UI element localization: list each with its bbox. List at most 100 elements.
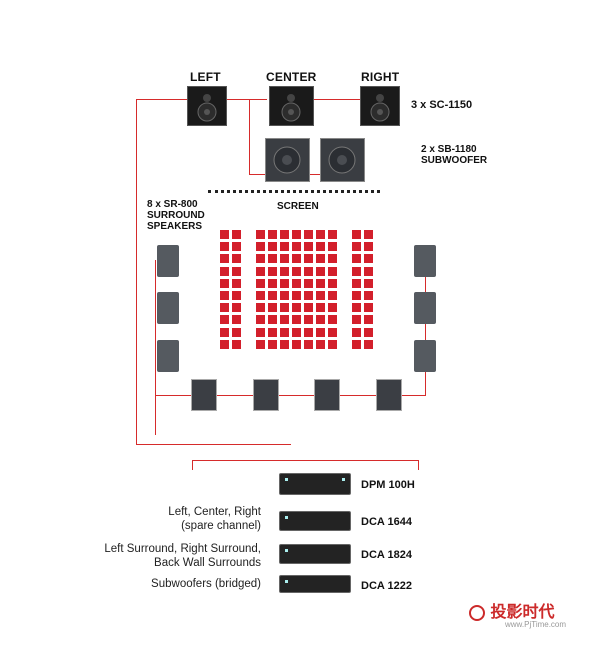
wire-sub-vertical xyxy=(249,99,250,174)
watermark-cn: 投影时代 xyxy=(490,604,555,621)
seat xyxy=(256,339,265,349)
amp-label-1824: DCA 1824 xyxy=(361,549,412,561)
seat xyxy=(328,339,337,349)
seat xyxy=(232,339,241,349)
seat xyxy=(268,315,277,325)
seat xyxy=(316,327,325,337)
amp-note-1222-line1: Subwoofers (bridged) xyxy=(151,578,261,590)
front-center-label: CENTER xyxy=(266,70,317,84)
seat xyxy=(292,291,301,300)
seat xyxy=(280,315,289,325)
seat xyxy=(256,291,265,300)
seat xyxy=(280,266,289,276)
projector-logo-icon xyxy=(469,604,485,621)
seat xyxy=(328,327,337,337)
seat xyxy=(268,278,277,288)
seat xyxy=(364,254,373,264)
seat xyxy=(268,291,277,300)
left-surround-speaker-1 xyxy=(157,245,179,277)
watermark-url: www.PjTime.com xyxy=(505,620,567,629)
seat xyxy=(304,254,313,264)
seat xyxy=(268,327,277,337)
back-surround-speaker-3 xyxy=(314,379,340,411)
seat xyxy=(232,291,241,300)
amp-dca-1824 xyxy=(279,544,351,564)
seat xyxy=(352,254,361,264)
seat xyxy=(220,315,229,325)
seat xyxy=(352,242,361,252)
seat xyxy=(280,254,289,264)
seat xyxy=(304,230,313,239)
seat xyxy=(316,315,325,325)
watermark-logo: 投影时代 xyxy=(468,598,554,622)
seat xyxy=(256,315,265,325)
seat xyxy=(304,303,313,313)
seat xyxy=(280,230,289,239)
seat xyxy=(232,303,241,313)
seat xyxy=(304,327,313,337)
seat xyxy=(232,315,241,325)
front-left-label: LEFT xyxy=(190,70,221,84)
surround-label: 8 x SR-800 SURROUND SPEAKERS xyxy=(147,199,205,232)
seat xyxy=(256,230,265,239)
seat xyxy=(268,242,277,252)
seat xyxy=(316,230,325,239)
subwoofer-1 xyxy=(265,138,310,182)
seat xyxy=(256,327,265,337)
seat xyxy=(352,266,361,276)
seat xyxy=(316,266,325,276)
amp-note-1824-line1: Left Surround, Right Surround, xyxy=(104,543,261,555)
seat xyxy=(256,278,265,288)
seat xyxy=(292,254,301,264)
seat xyxy=(292,303,301,313)
seat xyxy=(364,327,373,337)
seat xyxy=(364,242,373,252)
seat xyxy=(256,242,265,252)
seat xyxy=(280,303,289,313)
seat xyxy=(220,230,229,239)
seat xyxy=(328,242,337,252)
seat xyxy=(280,327,289,337)
speaker-driver-icon xyxy=(281,94,301,122)
seat xyxy=(280,339,289,349)
wire-back-bus xyxy=(156,395,426,396)
seat xyxy=(220,278,229,288)
seat xyxy=(364,315,373,325)
seat xyxy=(352,315,361,325)
subwoofer-label-line2: SUBWOOFER xyxy=(421,155,488,166)
seat xyxy=(256,303,265,313)
amp-label-1644: DCA 1644 xyxy=(361,516,412,528)
seat xyxy=(352,278,361,288)
right-speaker xyxy=(360,86,400,126)
seat xyxy=(220,291,229,300)
seat xyxy=(268,339,277,349)
wire-amp-right-drop xyxy=(418,460,419,470)
right-surround-speaker-2 xyxy=(414,292,436,324)
wire-left-horizontal xyxy=(136,99,187,100)
seat xyxy=(268,254,277,264)
seat xyxy=(220,327,229,337)
surround-label-line2: SURROUND xyxy=(147,210,205,221)
surround-label-line1: 8 x SR-800 xyxy=(147,199,198,210)
seat xyxy=(232,266,241,276)
back-surround-speaker-2 xyxy=(253,379,279,411)
back-surround-speaker-1 xyxy=(191,379,217,411)
amp-dca-1644 xyxy=(279,511,351,531)
amp-note-1644: Left, Center, Right (spare channel) xyxy=(31,505,261,533)
amp-note-1824: Left Surround, Right Surround, Back Wall… xyxy=(31,542,261,570)
wire-amp-left-drop xyxy=(192,460,193,470)
wire-sub-link xyxy=(310,174,320,175)
front-count-label: 3 x SC-1150 xyxy=(411,99,473,111)
amp-note-1824-line2: Back Wall Surrounds xyxy=(154,557,261,569)
seat xyxy=(232,278,241,288)
amp-note-1222: Subwoofers (bridged) xyxy=(31,577,261,591)
subwoofer-driver-icon xyxy=(328,146,356,174)
seat xyxy=(328,254,337,264)
wire-sub-horizontal xyxy=(249,174,265,175)
subwoofer-label: 2 x SB-1180 SUBWOOFER xyxy=(421,144,487,166)
seat xyxy=(268,230,277,239)
amp-label-dpm: DPM 100H xyxy=(361,479,415,491)
front-right-label: RIGHT xyxy=(361,70,400,84)
seat xyxy=(364,278,373,288)
seat xyxy=(268,266,277,276)
